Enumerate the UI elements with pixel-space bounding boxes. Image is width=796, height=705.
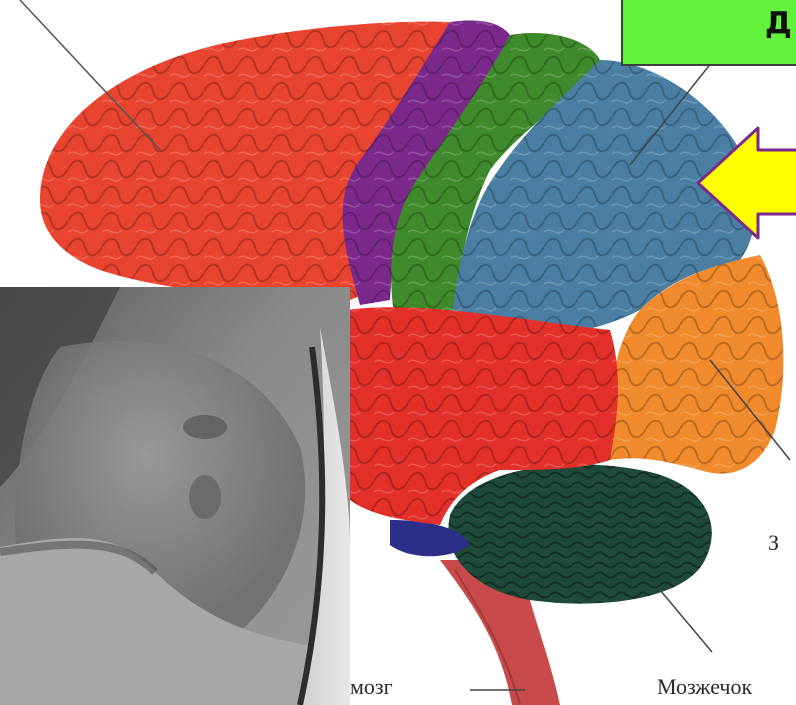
title-banner: Д <box>621 0 796 66</box>
label-brain: мозг <box>350 674 393 700</box>
title-banner-text: Д <box>765 6 792 41</box>
leader-line-cerebellum <box>660 590 712 652</box>
photo-inset <box>0 287 350 705</box>
label-cerebellum: Мозжечок <box>657 674 752 700</box>
face-photo <box>0 287 350 705</box>
label-occipital-partial: З <box>768 530 779 556</box>
